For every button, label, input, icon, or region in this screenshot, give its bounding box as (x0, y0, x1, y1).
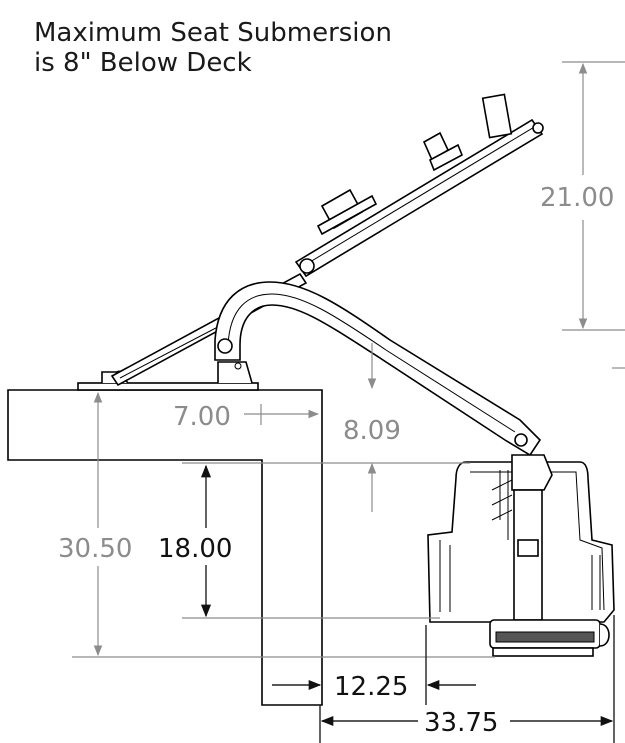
dim-pivot-drop: 8.09 (343, 343, 401, 512)
deck-base-mount (77, 361, 259, 391)
dim-label-deck-offset: 7.00 (173, 402, 231, 432)
dim-deck-offset: 7.00 (173, 402, 320, 432)
upper-arm (294, 93, 544, 278)
dim-deck-height: 30.50 (58, 391, 132, 657)
dim-label-arm-rise: 21.00 (540, 183, 614, 213)
boom-arm (214, 281, 542, 457)
lift-seat (427, 454, 615, 657)
dim-label-wall-gap: 12.25 (334, 672, 408, 702)
note-line-2: is 8" Below Deck (34, 48, 252, 78)
deck-wall-outline (7, 389, 323, 706)
dim-arm-rise: 21.00 (540, 61, 625, 369)
note-line-1: Maximum Seat Submersion (34, 18, 392, 48)
dim-label-pivot-drop: 8.09 (343, 416, 401, 446)
dim-label-deck-height: 30.50 (58, 534, 132, 564)
dim-label-seat-depth: 18.00 (158, 534, 232, 564)
dim-overall-reach: 33.75 (319, 615, 615, 743)
dim-wall-gap: 12.25 (272, 625, 476, 705)
dim-seat-depth: 18.00 (158, 464, 232, 618)
dim-label-overall-reach: 33.75 (424, 708, 498, 738)
